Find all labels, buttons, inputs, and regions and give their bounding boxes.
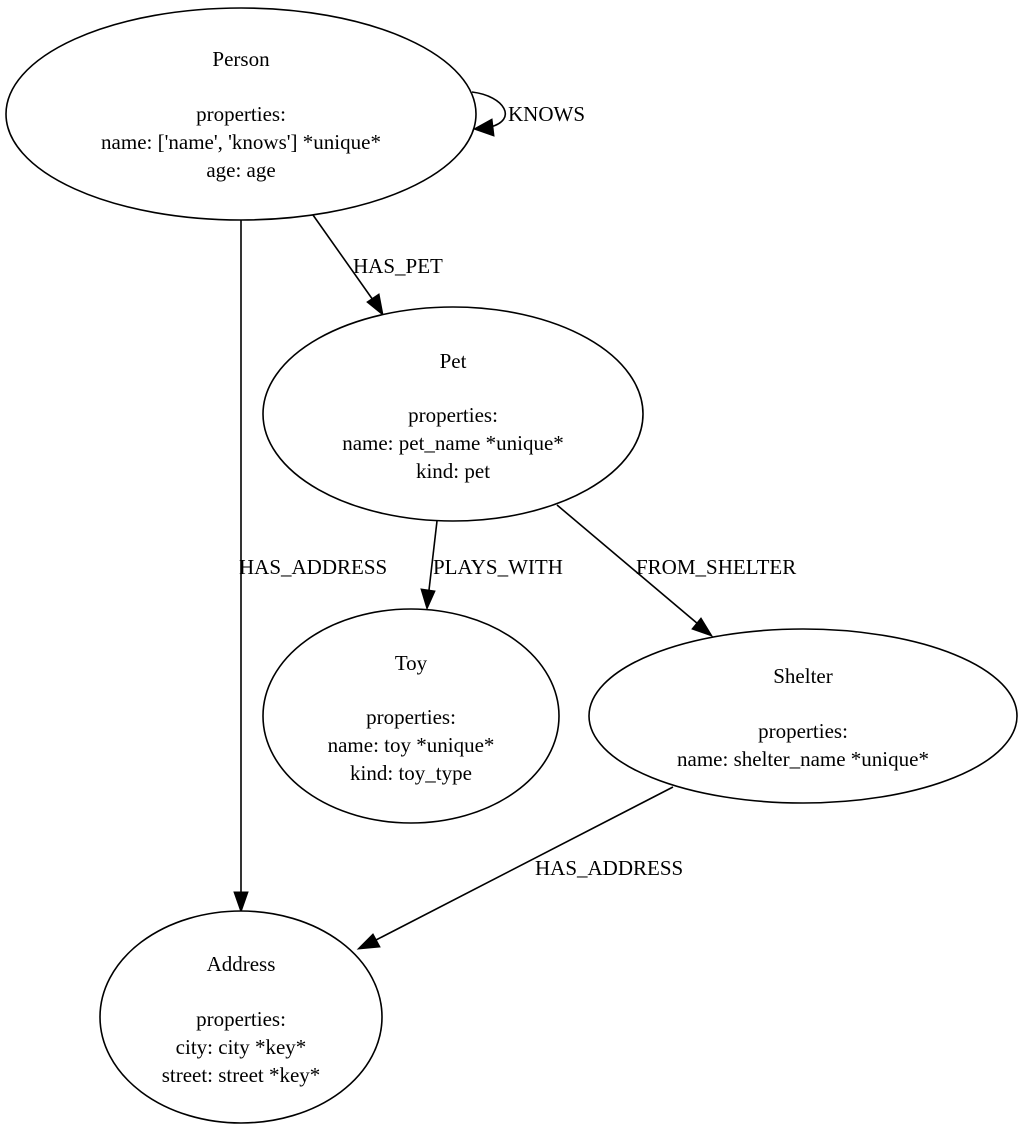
- edge-has-pet-arrowhead: [366, 293, 384, 317]
- node-pet-shape: [262, 306, 644, 522]
- edge-shelter-has-address-line: [375, 786, 674, 941]
- node-toy-prop: name: toy *unique*: [328, 733, 495, 757]
- node-address-prop: street: street *key*: [162, 1063, 321, 1087]
- edge-person-has-address-arrowhead: [233, 891, 249, 914]
- node-shelter: Shelter properties: name: shelter_name *…: [588, 628, 1018, 804]
- node-pet-prop: name: pet_name *unique*: [342, 431, 564, 455]
- node-person-title: Person: [212, 47, 270, 71]
- edge-has-pet-line: [312, 214, 374, 301]
- edge-knows-label: KNOWS: [508, 102, 585, 126]
- edge-from-shelter: FROM_SHELTER: [556, 504, 796, 637]
- node-toy-title: Toy: [395, 651, 428, 675]
- node-shelter-prop: name: shelter_name *unique*: [677, 747, 929, 771]
- node-toy-shape: [262, 608, 560, 824]
- edge-from-shelter-line: [556, 504, 699, 625]
- edge-has-pet-label: HAS_PET: [353, 254, 443, 278]
- edge-plays-with-label: PLAYS_WITH: [433, 555, 563, 579]
- node-shelter-title: Shelter: [773, 664, 832, 688]
- node-toy-prop: kind: toy_type: [350, 761, 472, 785]
- node-person-prop: age: age: [206, 158, 275, 182]
- node-person-prop: name: ['name', 'knows'] *unique*: [101, 130, 381, 154]
- edge-knows-line: [471, 91, 507, 128]
- node-shelter-props-header: properties:: [758, 719, 848, 743]
- node-pet-props-header: properties:: [408, 403, 498, 427]
- node-person-props-header: properties:: [196, 102, 286, 126]
- node-shelter-shape: [588, 628, 1018, 804]
- node-pet-prop: kind: pet: [416, 459, 490, 483]
- edge-has-pet: HAS_PET: [312, 214, 443, 317]
- edge-knows-arrowhead: [472, 118, 495, 137]
- edge-person-has-address-label: HAS_ADDRESS: [239, 555, 387, 579]
- edge-from-shelter-label: FROM_SHELTER: [636, 555, 796, 579]
- node-pet: Pet properties: name: pet_name *unique* …: [262, 306, 644, 522]
- node-address-props-header: properties:: [196, 1007, 286, 1031]
- node-address-shape: [99, 910, 383, 1124]
- node-address-title: Address: [207, 952, 276, 976]
- edge-plays-with-arrowhead: [420, 588, 436, 611]
- edge-person-has-address: HAS_ADDRESS: [233, 220, 387, 914]
- edge-shelter-has-address-label: HAS_ADDRESS: [535, 856, 683, 880]
- edge-plays-with: PLAYS_WITH: [420, 520, 563, 611]
- edge-knows: KNOWS: [471, 91, 585, 137]
- edge-shelter-has-address: HAS_ADDRESS: [356, 786, 683, 950]
- node-address: Address properties: city: city *key* str…: [99, 910, 383, 1124]
- node-toy: Toy properties: name: toy *unique* kind:…: [262, 608, 560, 824]
- node-person: Person properties: name: ['name', 'knows…: [5, 7, 477, 221]
- edge-from-shelter-arrowhead: [691, 617, 714, 637]
- node-address-prop: city: city *key*: [176, 1035, 307, 1059]
- node-pet-title: Pet: [440, 349, 467, 373]
- node-person-shape: [5, 7, 477, 221]
- node-toy-props-header: properties:: [366, 705, 456, 729]
- edge-shelter-has-address-arrowhead: [356, 933, 381, 950]
- edge-plays-with-line: [428, 520, 438, 591]
